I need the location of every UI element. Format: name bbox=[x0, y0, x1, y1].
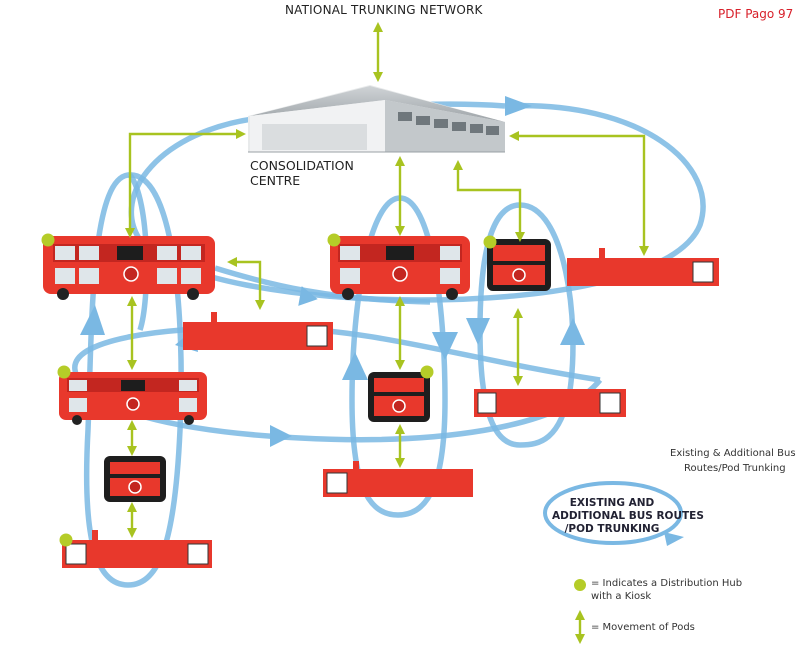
legend-oval-text-3: /POD TRUNKING bbox=[564, 523, 660, 535]
consolidation-centre-label-line2: CENTRE bbox=[250, 173, 301, 188]
legend-routes-caption: Existing & Additional Bus bbox=[670, 448, 796, 459]
pod-module-icon bbox=[487, 239, 551, 291]
route-arrowheads bbox=[80, 96, 585, 447]
hub-dot-icon bbox=[59, 533, 73, 547]
hub-dot-icon bbox=[327, 233, 341, 247]
route-arrow bbox=[560, 318, 585, 345]
legend-oval-text-2: ADDITIONAL BUS ROUTES bbox=[552, 510, 704, 522]
bus-icon bbox=[59, 372, 207, 425]
route-loop-cross bbox=[72, 324, 603, 443]
legend-movement-text: = Movement of Pods bbox=[591, 622, 695, 633]
route-oval-icon bbox=[543, 481, 683, 545]
page-label: PDF Pago 97 bbox=[718, 7, 794, 21]
route-arrow bbox=[342, 352, 368, 380]
legend-oval-text-1: EXISTING AND bbox=[569, 497, 655, 509]
pod-trailer-icon bbox=[323, 461, 473, 497]
pod-module-icon bbox=[104, 456, 166, 502]
pod-module-icon bbox=[368, 372, 430, 422]
pod-trailer-icon bbox=[183, 312, 333, 350]
route-arrow bbox=[432, 332, 458, 360]
double-arrow-icon bbox=[508, 130, 650, 257]
route-arrow bbox=[298, 286, 318, 306]
hub-dot-icon bbox=[57, 365, 71, 379]
legend-hub-text-line2: with a Kiosk bbox=[591, 591, 652, 602]
hub-dot-icon bbox=[483, 235, 497, 249]
double-arrow-icon bbox=[226, 256, 266, 311]
double-arrow-icon bbox=[124, 128, 247, 239]
hub-dot-icon bbox=[574, 579, 586, 591]
pod-trailer-icon bbox=[567, 248, 719, 286]
route-arrow bbox=[505, 96, 532, 116]
diagram-title: NATIONAL TRUNKING NETWORK bbox=[285, 3, 483, 17]
pod-trailer-icon bbox=[62, 530, 212, 568]
bus-icon bbox=[330, 236, 470, 300]
double-arrow-icon bbox=[452, 159, 526, 243]
pod-movement-arrows bbox=[124, 21, 650, 539]
legend-hub-text: = Indicates a Distribution Hub bbox=[591, 578, 743, 589]
hub-dot-icon bbox=[41, 233, 55, 247]
consolidation-centre-label: CONSOLIDATION bbox=[250, 158, 354, 173]
warehouse-icon bbox=[248, 85, 505, 153]
hub-dot-icon bbox=[420, 365, 434, 379]
legend-routes-caption-line2: Routes/Pod Trunking bbox=[684, 463, 786, 474]
legend-route-oval bbox=[543, 481, 684, 546]
route-arrow bbox=[466, 318, 490, 345]
route-arrow bbox=[270, 425, 292, 447]
route-arrow bbox=[80, 305, 105, 335]
pod-trailer-icon bbox=[474, 389, 626, 417]
bus-icon bbox=[43, 236, 215, 300]
